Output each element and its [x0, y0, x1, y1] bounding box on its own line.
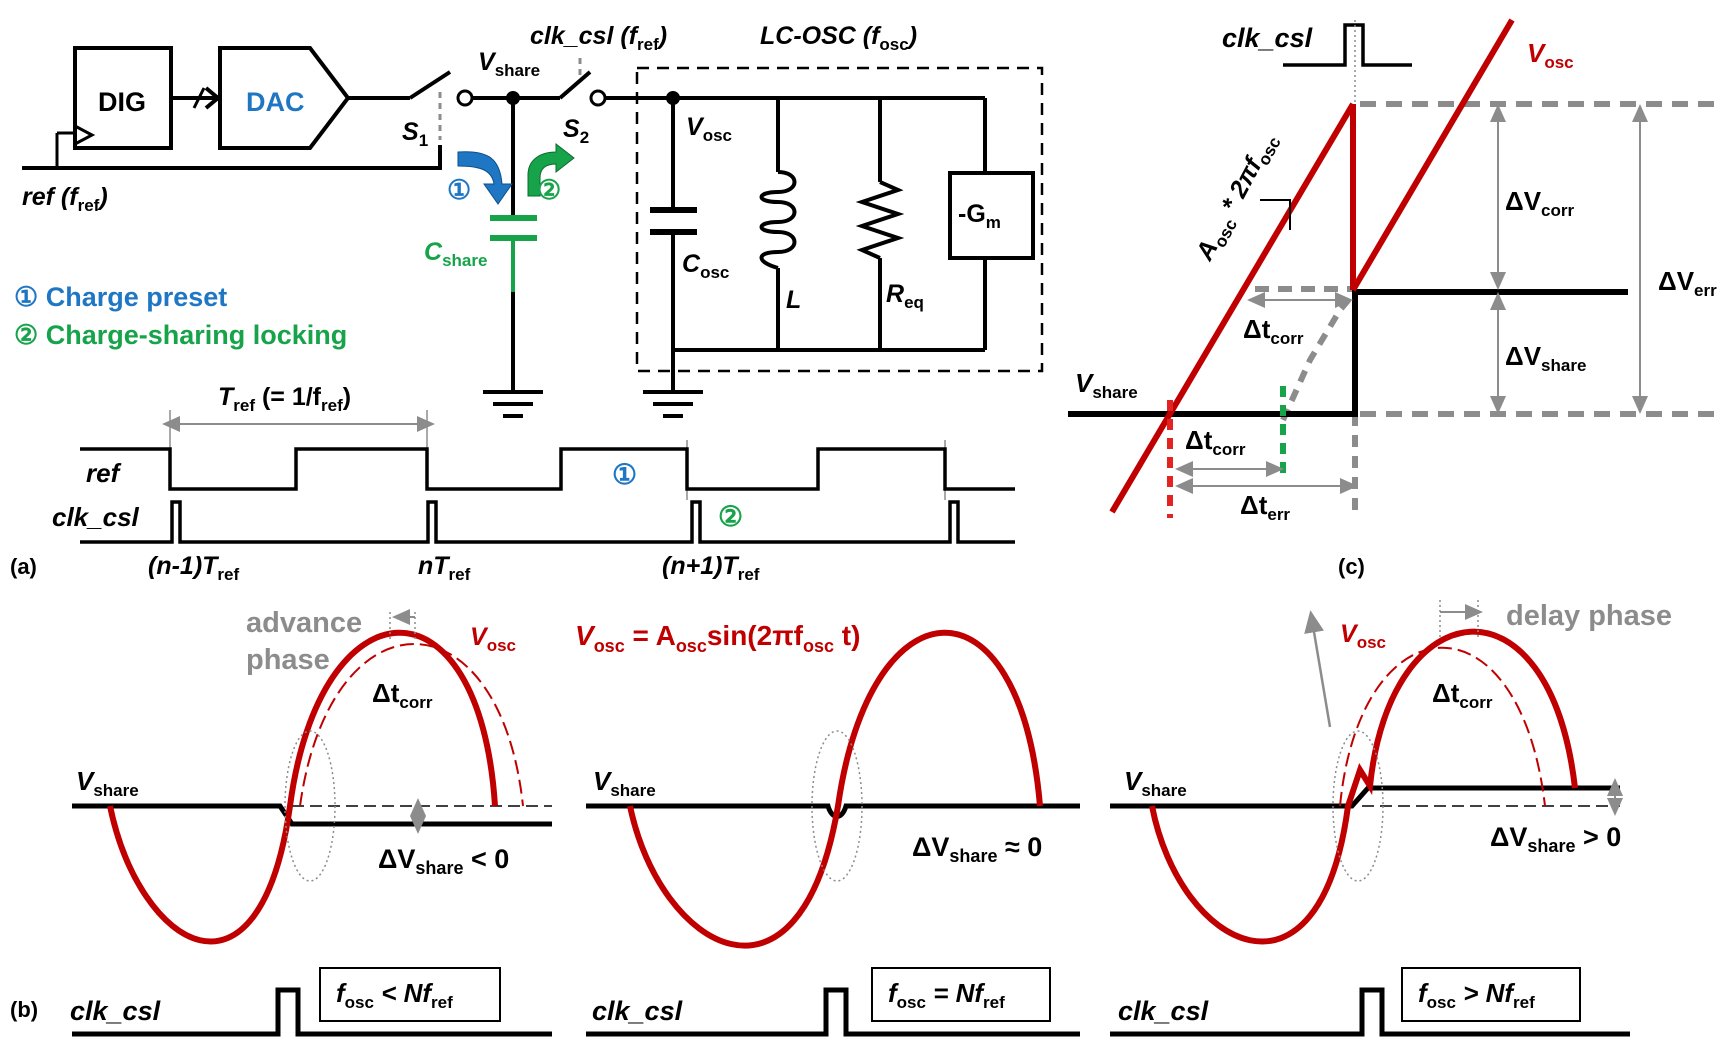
- lc-osc-box: [635, 66, 1044, 373]
- b2-vshare: [586, 803, 1080, 819]
- b-equation: Vosc = Aoscsin(2πfosc t): [575, 620, 860, 656]
- dig-block: [73, 46, 173, 150]
- timing-mark-1: ①: [612, 459, 637, 490]
- c-dvcorr: ΔVcorr: [1505, 186, 1574, 220]
- b2-clk: clk_csl: [592, 996, 683, 1026]
- b1-box: fosc < Nfref: [336, 978, 453, 1012]
- lc-osc-title: LC-OSC (fosc): [760, 22, 917, 54]
- b2-box: fosc = Nfref: [888, 978, 1005, 1012]
- dig-clock-triangle: [74, 124, 96, 146]
- step1-marker: ①: [447, 175, 471, 205]
- c-vosc-ramp-2: [1350, 18, 1515, 292]
- dac-label: DAC: [246, 87, 305, 117]
- req-label: Req: [886, 280, 924, 312]
- b1-dtcorr: Δtcorr: [372, 678, 433, 712]
- panel-label-a: (a): [10, 554, 37, 579]
- cosc-label: Cosc: [682, 250, 729, 282]
- b1-vosc: Vosc: [470, 623, 516, 655]
- legend-item-1: ① Charge preset: [14, 282, 227, 312]
- tick-n: nTref: [418, 552, 471, 584]
- c-clk-label: clk_csl: [1222, 23, 1313, 53]
- b3-box: fosc > Nfref: [1418, 978, 1535, 1012]
- resistor-req: [855, 180, 905, 260]
- timing-diagram: [80, 410, 1015, 544]
- legend-item-2: ② Charge-sharing locking: [14, 320, 347, 350]
- preset-arrow: [457, 151, 513, 205]
- gm-label: -Gm: [958, 200, 1001, 232]
- b1-dv: ΔVshare < 0: [378, 844, 509, 878]
- b1-phase: phase: [246, 644, 330, 676]
- b2-vshare: Vshare: [593, 766, 656, 800]
- l-label: L: [786, 286, 801, 314]
- s2-label: S2: [563, 115, 589, 147]
- timing-ref-label: ref: [86, 458, 122, 488]
- c-dtcorr-upper: Δtcorr: [1243, 314, 1304, 348]
- c-dvshare: ΔVshare: [1505, 341, 1586, 375]
- step2-marker: ②: [537, 175, 561, 205]
- switch-s2: [558, 70, 592, 100]
- c-vosc-label: Vosc: [1527, 38, 1574, 72]
- b3-vshare: [1110, 785, 1620, 809]
- inductor-l: [759, 170, 797, 270]
- legend: ① Charge preset ② Charge-sharing locking: [14, 282, 347, 350]
- b3-clk: clk_csl: [1118, 996, 1209, 1026]
- sharing-arrow: [527, 142, 575, 197]
- b1-advance: advance: [246, 607, 362, 639]
- s1-label: S1: [402, 118, 428, 150]
- charge-arrows: [457, 142, 575, 205]
- gm-block: [948, 171, 1035, 260]
- c-dtcorr-lower: Δtcorr: [1185, 425, 1246, 459]
- b3-dtcorr: Δtcorr: [1432, 678, 1493, 712]
- vshare-node-label: Vshare: [478, 48, 540, 80]
- b2-dv: ΔVshare ≈ 0: [912, 832, 1042, 866]
- b3-delay-phase: delay phase: [1506, 600, 1672, 632]
- b3-vosc: Vosc: [1340, 620, 1386, 652]
- panel-label-b: (b): [10, 997, 38, 1022]
- panel-label-c: (c): [1338, 554, 1365, 579]
- vosc-node-label: Vosc: [686, 113, 732, 145]
- b3-vosc: [1149, 628, 1578, 945]
- tref-label: Tref (= 1/fref): [218, 383, 351, 415]
- b3-vshare: Vshare: [1124, 766, 1187, 800]
- tick-n-1: (n-1)Tref: [148, 552, 239, 584]
- circuit-schematic: [22, 46, 1044, 418]
- c-clk-pulse: [1283, 23, 1412, 67]
- dac-block: [218, 46, 351, 150]
- panel-b: [72, 600, 1630, 1037]
- clk-csl-waveform: [80, 500, 1015, 544]
- b1-vshare: [72, 803, 552, 827]
- ref-waveform: [80, 447, 1015, 491]
- b1-vosc: [107, 629, 498, 945]
- dig-label: DIG: [98, 87, 146, 117]
- b1-vshare: Vshare: [76, 766, 139, 800]
- c-vshare-label: Vshare: [1075, 368, 1138, 402]
- c-vshare-step: [1068, 289, 1628, 417]
- timing-clk-label: clk_csl: [52, 502, 140, 532]
- b3-dv: ΔVshare > 0: [1490, 822, 1621, 856]
- b1-clk: clk_csl: [70, 996, 161, 1026]
- tick-n1: (n+1)Tref: [662, 552, 760, 584]
- c-dverr: ΔVerr: [1658, 266, 1717, 300]
- c-dterr: Δterr: [1240, 490, 1290, 524]
- switch-s1: [408, 70, 452, 100]
- timing-mark-2: ②: [718, 501, 743, 532]
- clk-csl-title: clk_csl (fref): [530, 22, 667, 54]
- cshare-label: Cshare: [424, 238, 487, 270]
- b2-vosc: [627, 629, 1043, 949]
- c-vosc-ramp-1: [1109, 102, 1356, 514]
- panel-c: [1068, 18, 1720, 518]
- ref-input-label: ref (fref): [22, 183, 108, 215]
